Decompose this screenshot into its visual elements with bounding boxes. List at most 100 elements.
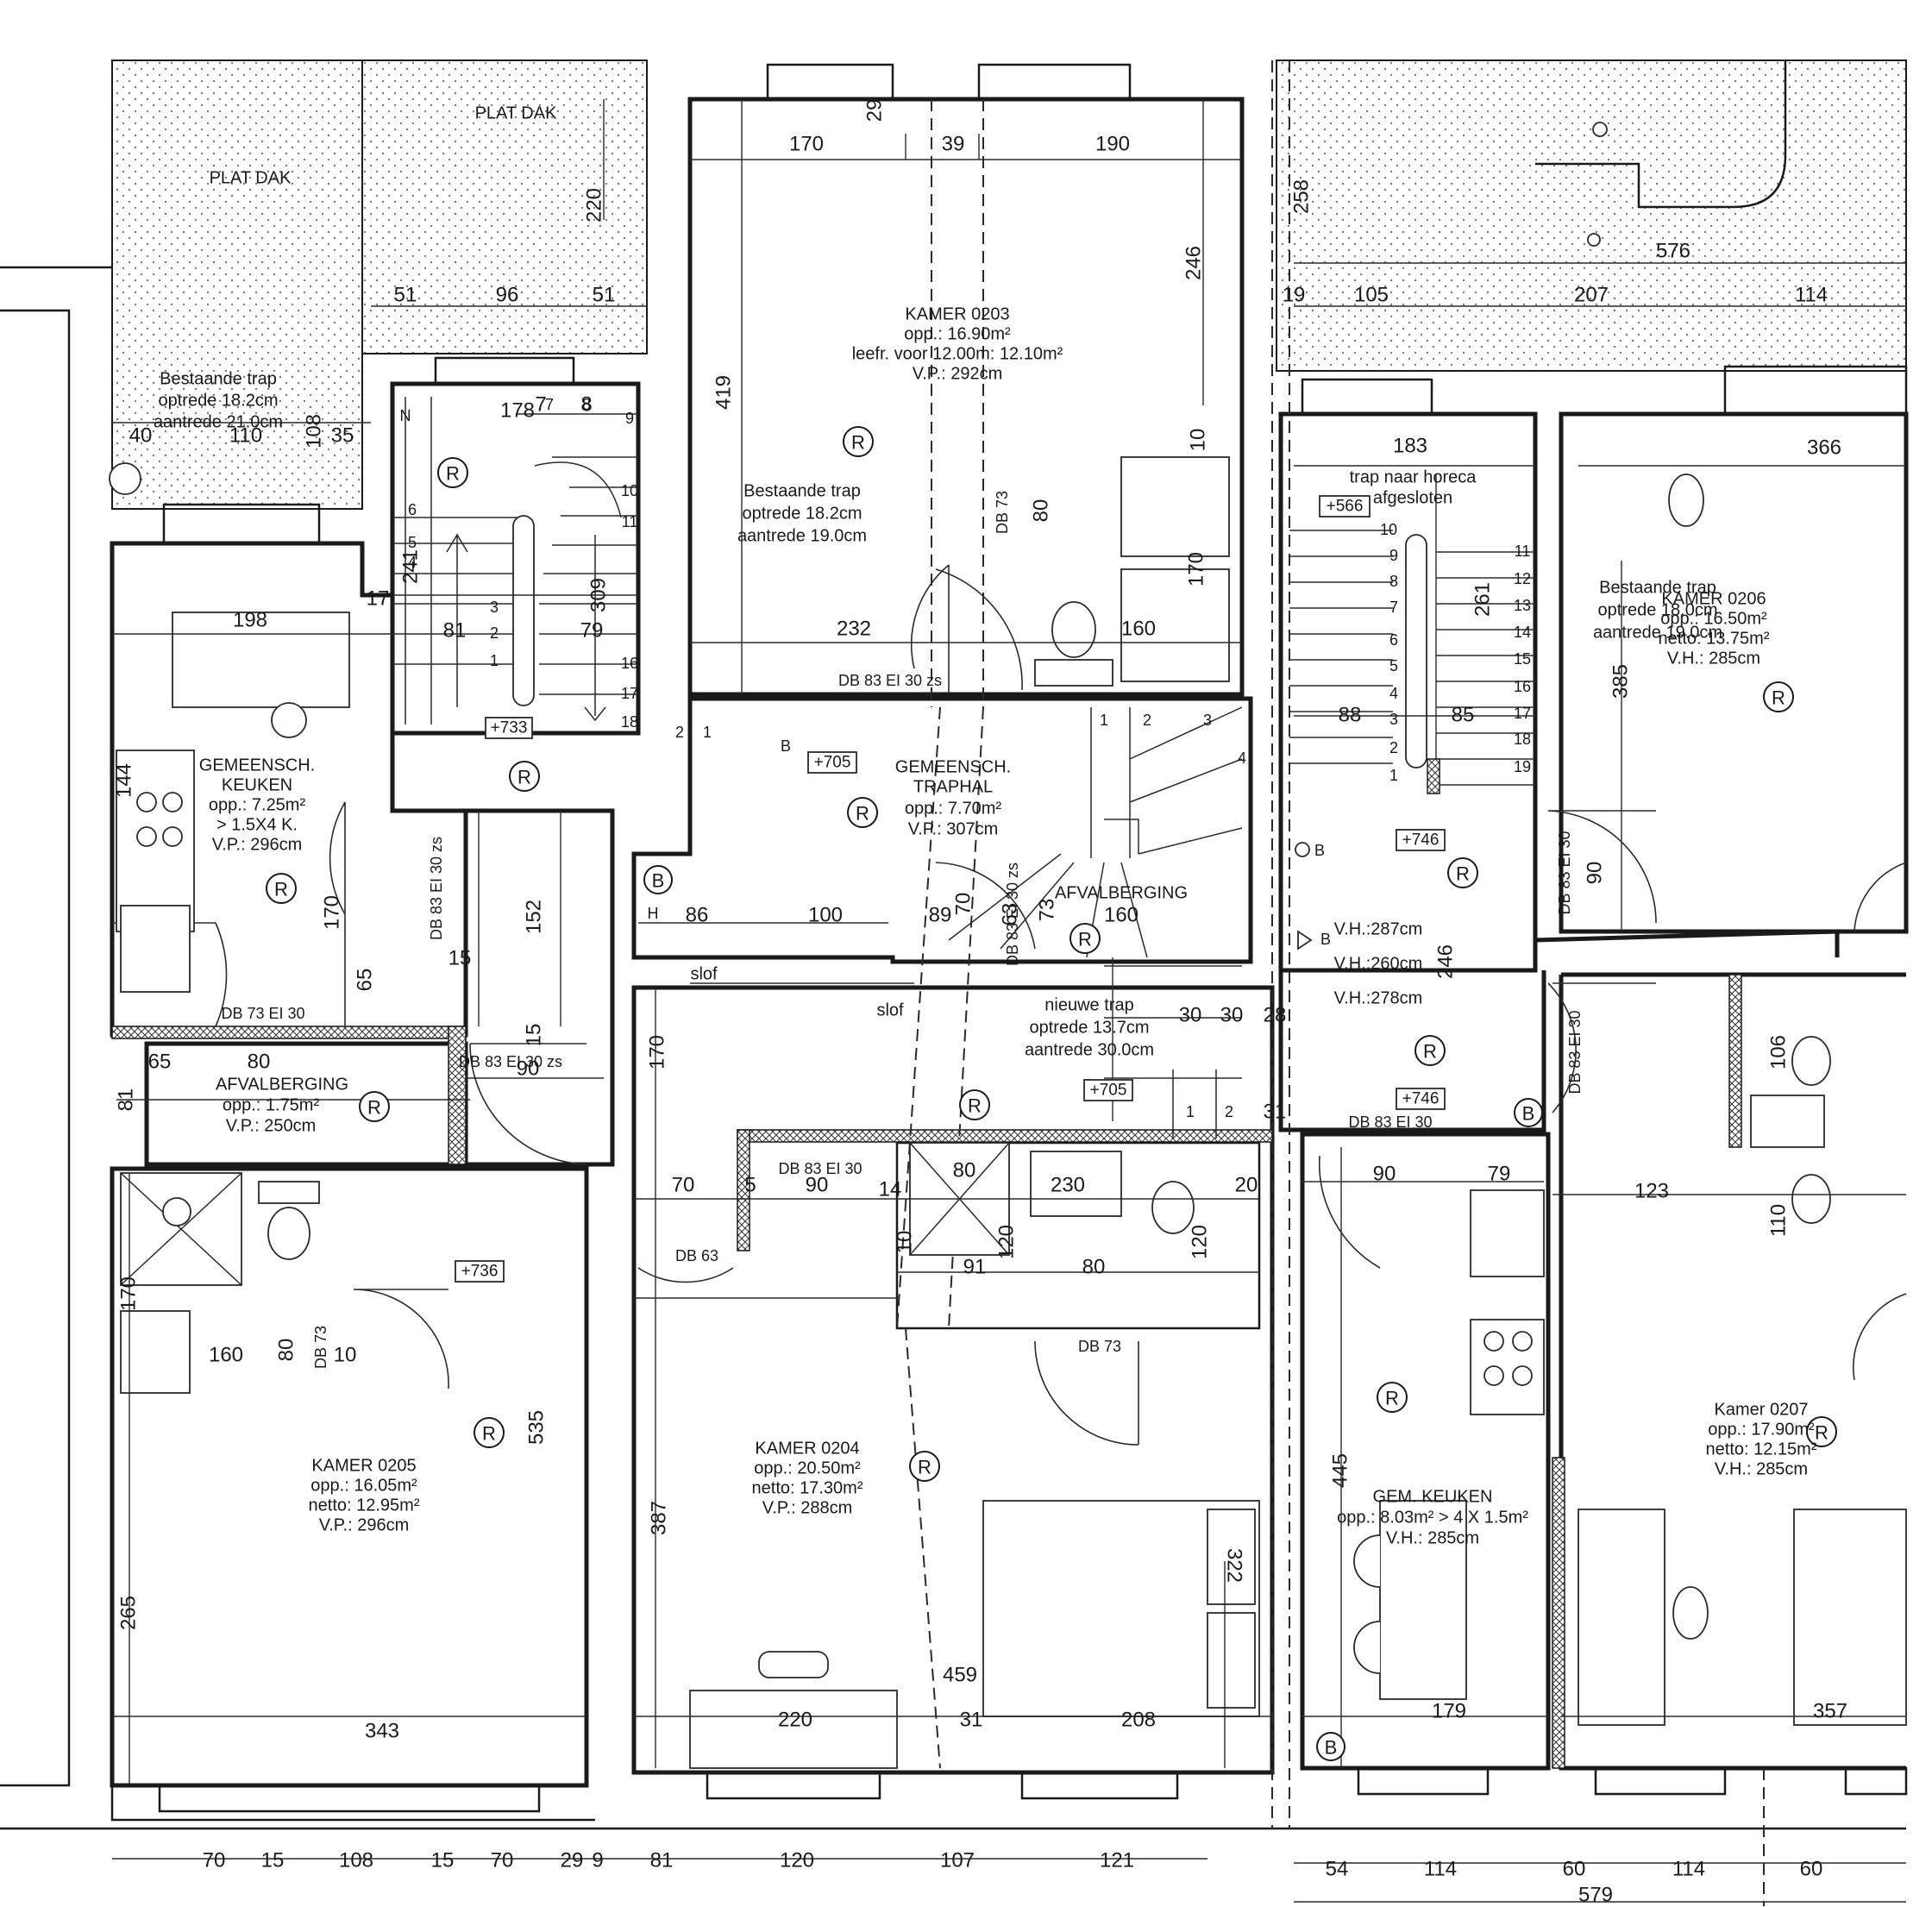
svg-text:3: 3 (1389, 711, 1398, 728)
svg-text:2: 2 (1225, 1103, 1233, 1120)
svg-text:opp.: 1.75m²: opp.: 1.75m² (223, 1095, 320, 1114)
svg-text:B: B (1314, 842, 1325, 859)
svg-text:7: 7 (1389, 599, 1398, 616)
level-marker-1[interactable] (807, 751, 857, 774)
svg-text:V.H.:260cm: V.H.:260cm (1334, 954, 1423, 973)
svg-text:V.P.: 288cm: V.P.: 288cm (762, 1498, 853, 1517)
svg-text:V.P.: 296cm: V.P.: 296cm (319, 1515, 410, 1534)
basin-0205 (120, 1310, 191, 1394)
svg-text:108: 108 (339, 1848, 373, 1872)
svg-text:51: 51 (593, 283, 616, 306)
svg-text:DB 73 EI 30: DB 73 EI 30 (221, 1005, 304, 1022)
svg-text:70: 70 (491, 1848, 514, 1872)
svg-text:220: 220 (582, 188, 605, 223)
svg-text:30: 30 (1220, 1003, 1244, 1026)
stairs-traphal (948, 706, 1243, 1139)
svg-text:17: 17 (367, 587, 390, 610)
svg-text:79: 79 (1488, 1162, 1511, 1185)
svg-text:opp.: 17.90m²: opp.: 17.90m² (1708, 1420, 1815, 1439)
svg-text:N: N (400, 407, 411, 424)
level-marker-5[interactable] (1396, 1088, 1446, 1110)
svg-text:DB 63: DB 63 (675, 1247, 718, 1264)
svg-text:2: 2 (490, 624, 499, 642)
svg-text:KEUKEN: KEUKEN (222, 775, 292, 794)
svg-text:V.H.: 285cm: V.H.: 285cm (1667, 649, 1760, 668)
svg-text:114: 114 (1672, 1857, 1705, 1880)
level-1: +705 (814, 754, 851, 772)
sink-gem-keuken (1470, 1189, 1545, 1277)
bed-0207-a (1578, 1509, 1665, 1726)
svg-text:R: R (968, 1095, 982, 1117)
svg-text:4: 4 (1238, 750, 1246, 767)
svg-text:107: 107 (940, 1848, 975, 1872)
sink-left (120, 905, 191, 993)
shower-0203 (1120, 568, 1230, 682)
svg-text:265: 265 (116, 1596, 140, 1630)
svg-text:R: R (851, 432, 865, 454)
svg-text:opp.: 16.05m²: opp.: 16.05m² (310, 1476, 417, 1495)
svg-text:DB 83 EI 30: DB 83 EI 30 (778, 1160, 862, 1177)
svg-text:afgesloten: afgesloten (1373, 488, 1452, 507)
svg-text:Bestaande trap: Bestaande trap (1599, 578, 1716, 597)
svg-text:85: 85 (1452, 703, 1475, 726)
level-markers[interactable]: +733 +705 +705 +736 +746 +746 +566 (455, 495, 1446, 1283)
svg-text:160: 160 (209, 1343, 243, 1366)
svg-text:R: R (1456, 863, 1470, 885)
svg-text:Kamer 0207: Kamer 0207 (1715, 1400, 1809, 1419)
svg-text:5: 5 (744, 1173, 756, 1196)
svg-text:opp.: 8.03m² > 4 X 1.5m²: opp.: 8.03m² > 4 X 1.5m² (1337, 1508, 1528, 1527)
svg-text:40: 40 (129, 423, 153, 447)
svg-text:AFVALBERGING: AFVALBERGING (1055, 883, 1188, 902)
svg-text:V.H.: 285cm: V.H.: 285cm (1715, 1459, 1808, 1478)
plat-dak-center (361, 60, 648, 354)
svg-text:170: 170 (116, 1277, 140, 1311)
level-marker-2[interactable] (1083, 1079, 1133, 1101)
svg-text:198: 198 (233, 608, 267, 631)
svg-text:aantrede 19.0cm: aantrede 19.0cm (1593, 623, 1722, 642)
level-0: +733 (491, 719, 528, 737)
level-3: +736 (461, 1263, 499, 1281)
svg-text:slof: slof (876, 1001, 904, 1019)
svg-text:4: 4 (1389, 685, 1398, 702)
svg-text:netto: 17.30m²: netto: 17.30m² (752, 1478, 863, 1497)
svg-text:29: 29 (862, 99, 886, 122)
svg-text:R: R (1385, 1388, 1399, 1409)
svg-text:81: 81 (443, 618, 467, 642)
level-marker-6[interactable] (1319, 495, 1371, 518)
svg-text:B: B (1522, 1103, 1535, 1125)
svg-text:DB 83 EI 30 zs: DB 83 EI 30 zs (1004, 863, 1021, 966)
toilet-0206 (1791, 1036, 1831, 1086)
svg-text:DB 83 EI 30 zs: DB 83 EI 30 zs (428, 837, 445, 940)
svg-text:DB 73: DB 73 (994, 491, 1011, 534)
svg-text:258: 258 (1289, 179, 1313, 214)
svg-text:178: 178 (500, 398, 535, 422)
svg-text:20: 20 (1235, 1173, 1258, 1196)
svg-text:9: 9 (1389, 547, 1398, 564)
dimension-numbers: 51 96 51 220 170 39 190 29 246 419 258 1… (112, 99, 1847, 1907)
stairs-left (392, 397, 638, 725)
level-marker-4[interactable] (1396, 829, 1446, 851)
svg-text:5: 5 (1389, 657, 1398, 674)
svg-text:R: R (482, 1423, 496, 1445)
svg-text:aantrede 30.0cm: aantrede 30.0cm (1025, 1040, 1154, 1059)
svg-text:KAMER 0205: KAMER 0205 (311, 1456, 416, 1475)
svg-text:246: 246 (1433, 944, 1457, 979)
svg-text:4: 4 (408, 554, 417, 571)
svg-text:12: 12 (1514, 570, 1531, 587)
svg-text:5: 5 (408, 534, 417, 551)
svg-text:opp.: 16.50m²: opp.: 16.50m² (1660, 609, 1767, 628)
level-marker-3[interactable] (455, 1260, 505, 1283)
svg-text:246: 246 (1182, 246, 1205, 280)
svg-text:108: 108 (302, 414, 325, 449)
level-marker-0[interactable] (485, 717, 533, 739)
svg-text:7: 7 (545, 396, 554, 413)
svg-text:385: 385 (1609, 664, 1632, 699)
svg-text:DB 83 EI 30: DB 83 EI 30 (1556, 831, 1573, 914)
svg-text:81: 81 (650, 1848, 674, 1872)
svg-text:15: 15 (448, 946, 472, 969)
svg-text:17: 17 (621, 685, 638, 702)
basin-0204 (1030, 1151, 1122, 1217)
svg-text:KAMER 0203: KAMER 0203 (905, 304, 1009, 323)
svg-text:170: 170 (645, 1035, 668, 1070)
svg-text:80: 80 (953, 1158, 976, 1182)
